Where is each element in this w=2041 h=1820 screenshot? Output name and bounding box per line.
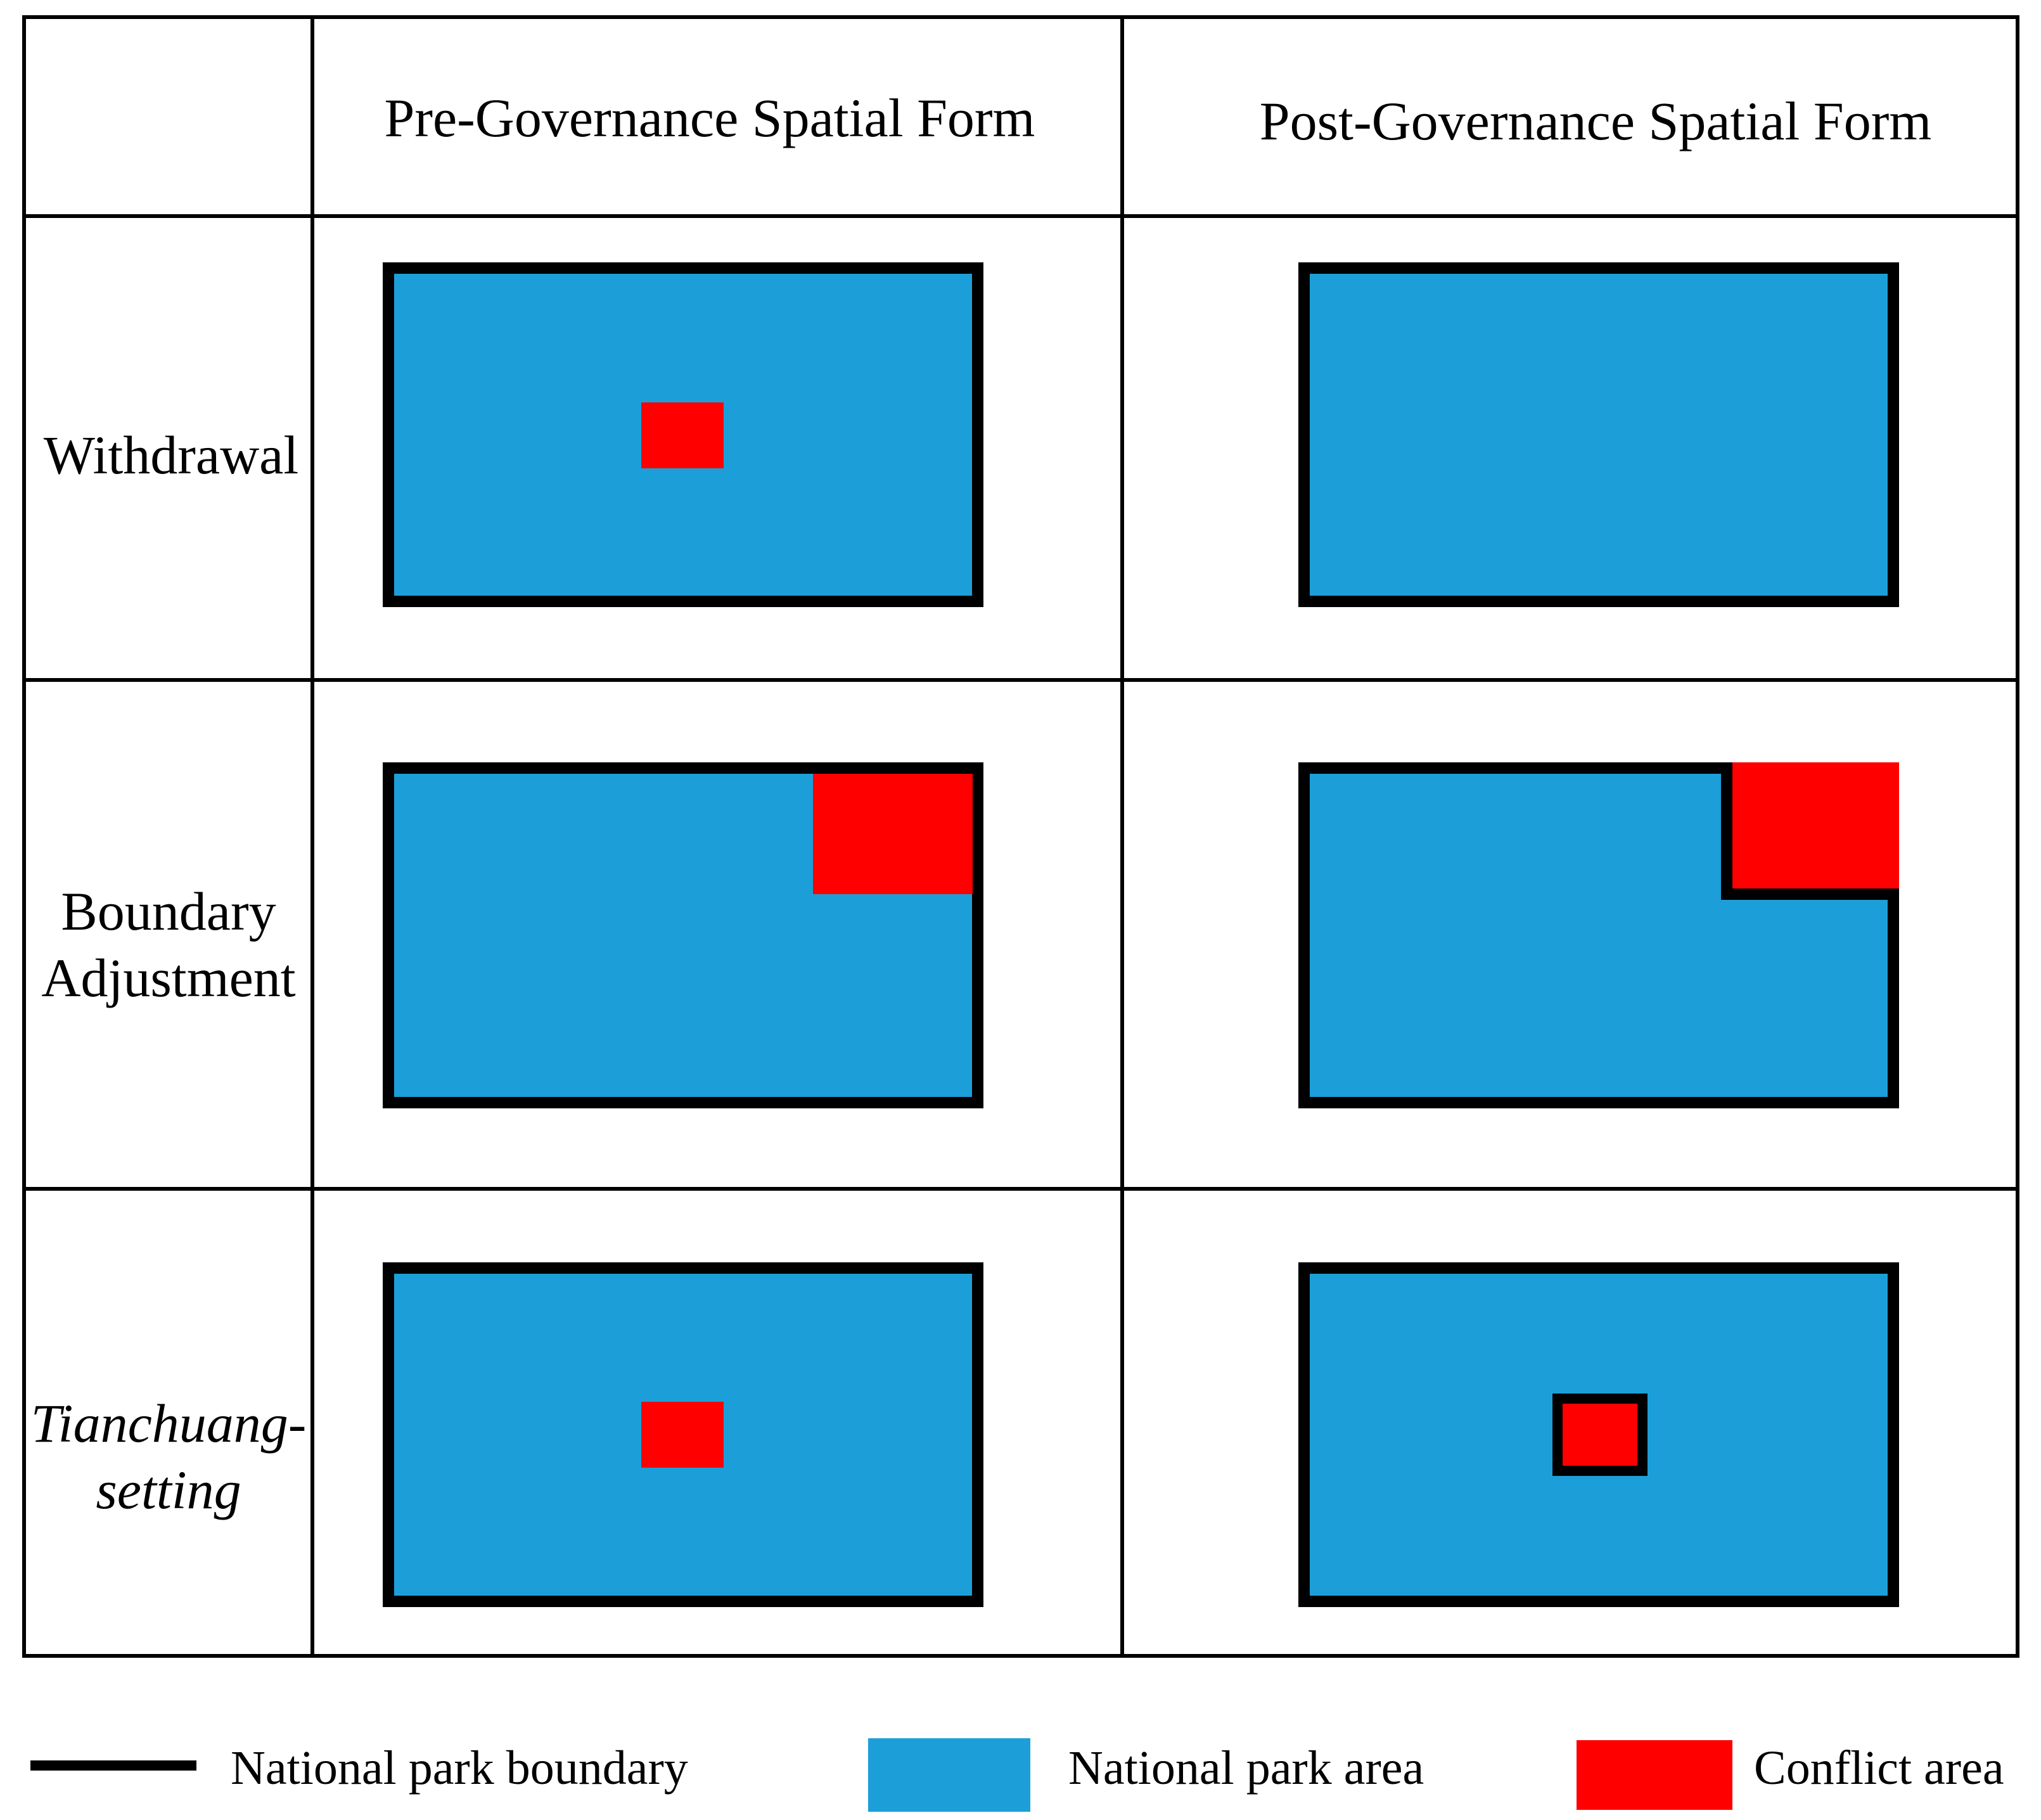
legend-park-area-swatch — [868, 1738, 1030, 1812]
national-park-area — [1298, 762, 1899, 1108]
row-label-tianchuang-line2: setting — [96, 1459, 241, 1520]
row-label-withdrawal: Withdrawal — [44, 425, 299, 485]
legend-conflict-label: Conflict area — [1754, 1741, 2004, 1795]
conflict-area — [1732, 762, 1899, 888]
row-label-boundary-adjustment-line2: Adjustment — [41, 947, 295, 1008]
withdrawal-pre-diagram — [383, 262, 983, 607]
conflict-area — [813, 774, 973, 894]
legend-boundary-label: National park boundary — [231, 1741, 688, 1795]
national-park-area — [1298, 262, 1899, 607]
legend-park-area-label: National park area — [1068, 1741, 1424, 1795]
withdrawal-post-diagram — [1298, 262, 1899, 607]
row-label-boundary-adjustment-line1: Boundary — [61, 881, 276, 942]
table-grid — [22, 15, 2019, 1658]
legend: National park boundary National park are… — [30, 1738, 2004, 1812]
boundary-adjustment-post-diagram — [1298, 762, 1899, 1108]
boundary-adjustment-pre-diagram — [383, 762, 983, 1108]
legend-conflict-swatch — [1577, 1740, 1732, 1810]
row-label-tianchuang-line1: Tianchuang- — [31, 1393, 307, 1454]
tianchuang-post-diagram — [1298, 1262, 1899, 1607]
conflict-area — [641, 402, 724, 468]
header-post-governance: Post-Governance Spatial Form — [1260, 91, 1931, 151]
header-pre-governance: Pre-Governance Spatial Form — [385, 87, 1035, 148]
legend-boundary-swatch — [30, 1760, 196, 1771]
tianchuang-pre-diagram — [383, 1262, 983, 1607]
conflict-area — [641, 1402, 724, 1468]
conflict-area-with-boundary — [1552, 1394, 1648, 1476]
table-outer-border — [22, 15, 2019, 1658]
